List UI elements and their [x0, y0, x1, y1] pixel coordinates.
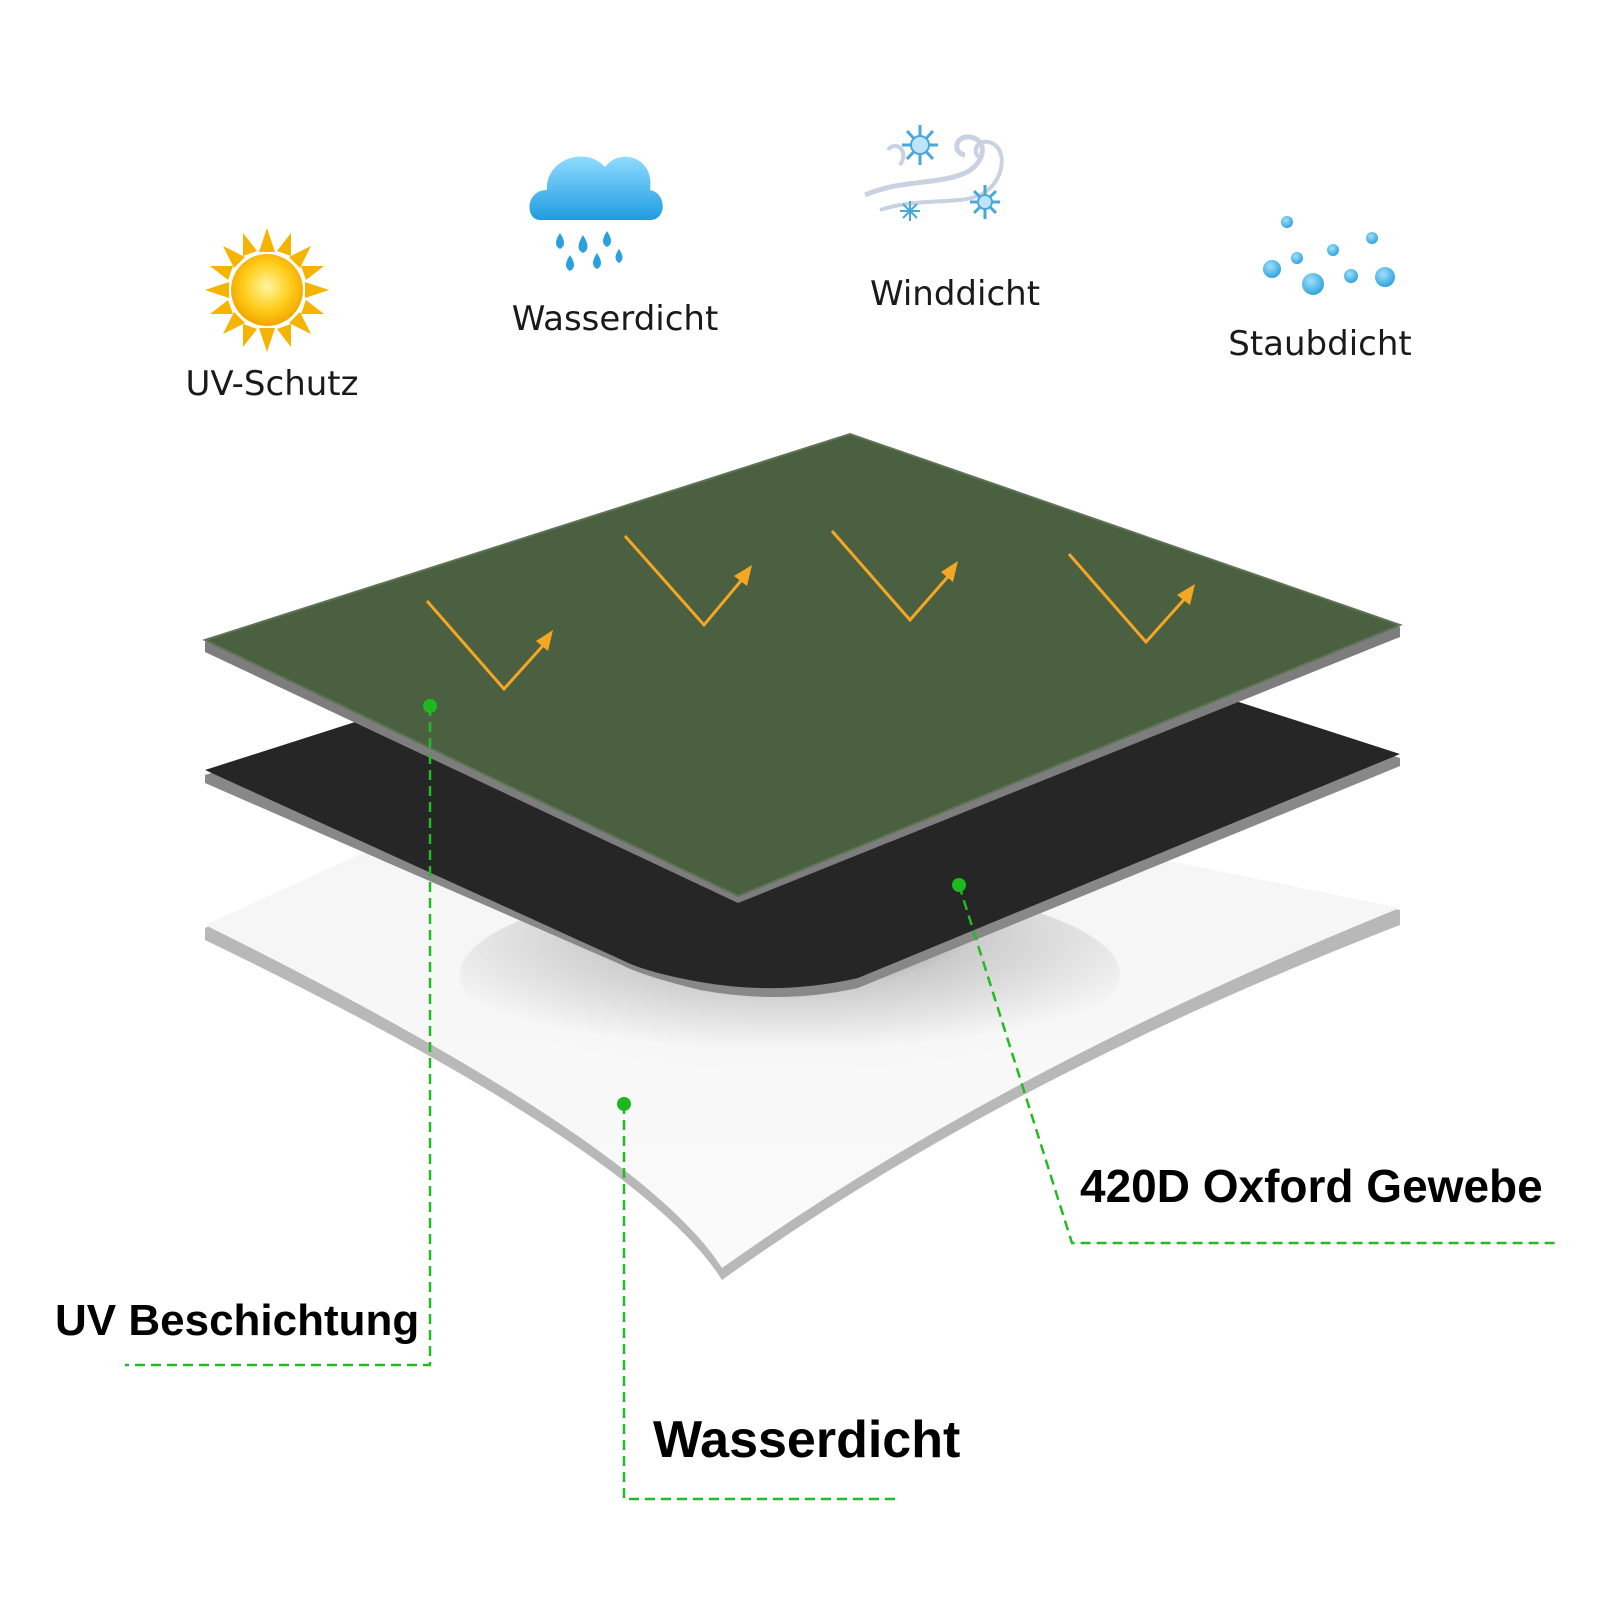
- feature-uv: UV-Schutz: [186, 228, 359, 404]
- callout-dot: [617, 1097, 631, 1111]
- rain-cloud-icon: [529, 156, 663, 271]
- arrow-icon: [623, 535, 752, 628]
- wind-snow-icon: [864, 125, 1004, 221]
- dust-particles-icon: [1263, 216, 1395, 295]
- callout-line: [622, 1104, 900, 1501]
- callout-dot: [423, 699, 437, 713]
- feature-dust: Staubdicht: [1228, 216, 1412, 364]
- callout-uv: UV Beschichtung: [55, 699, 437, 1367]
- callout-dot: [952, 878, 966, 892]
- feature-water: Wasserdicht: [512, 156, 719, 339]
- arrow-icon: [425, 600, 553, 692]
- callout-line: [125, 706, 432, 1367]
- callout-label-uv-coating: UV Beschichtung: [55, 1296, 419, 1345]
- feature-wind: Winddicht: [864, 125, 1040, 314]
- sun-icon: [205, 228, 329, 352]
- callout-label-waterproof: Wasserdicht: [653, 1411, 960, 1469]
- reflection-arrows: [425, 530, 1195, 692]
- feature-label-dust: Staubdicht: [1228, 324, 1411, 364]
- callout-label-oxford: 420D Oxford Gewebe: [1080, 1160, 1543, 1212]
- top-layer: [202, 432, 1403, 903]
- arrow-icon: [1067, 553, 1195, 645]
- callout-waterproof: Wasserdicht: [617, 1097, 960, 1501]
- feature-label-wind: Winddicht: [870, 274, 1040, 314]
- arrow-icon: [830, 530, 958, 623]
- callout-line: [957, 884, 1555, 1245]
- feature-label-uv: UV-Schutz: [186, 364, 359, 404]
- feature-label-water: Wasserdicht: [512, 299, 719, 339]
- callout-oxford: 420D Oxford Gewebe: [952, 878, 1555, 1245]
